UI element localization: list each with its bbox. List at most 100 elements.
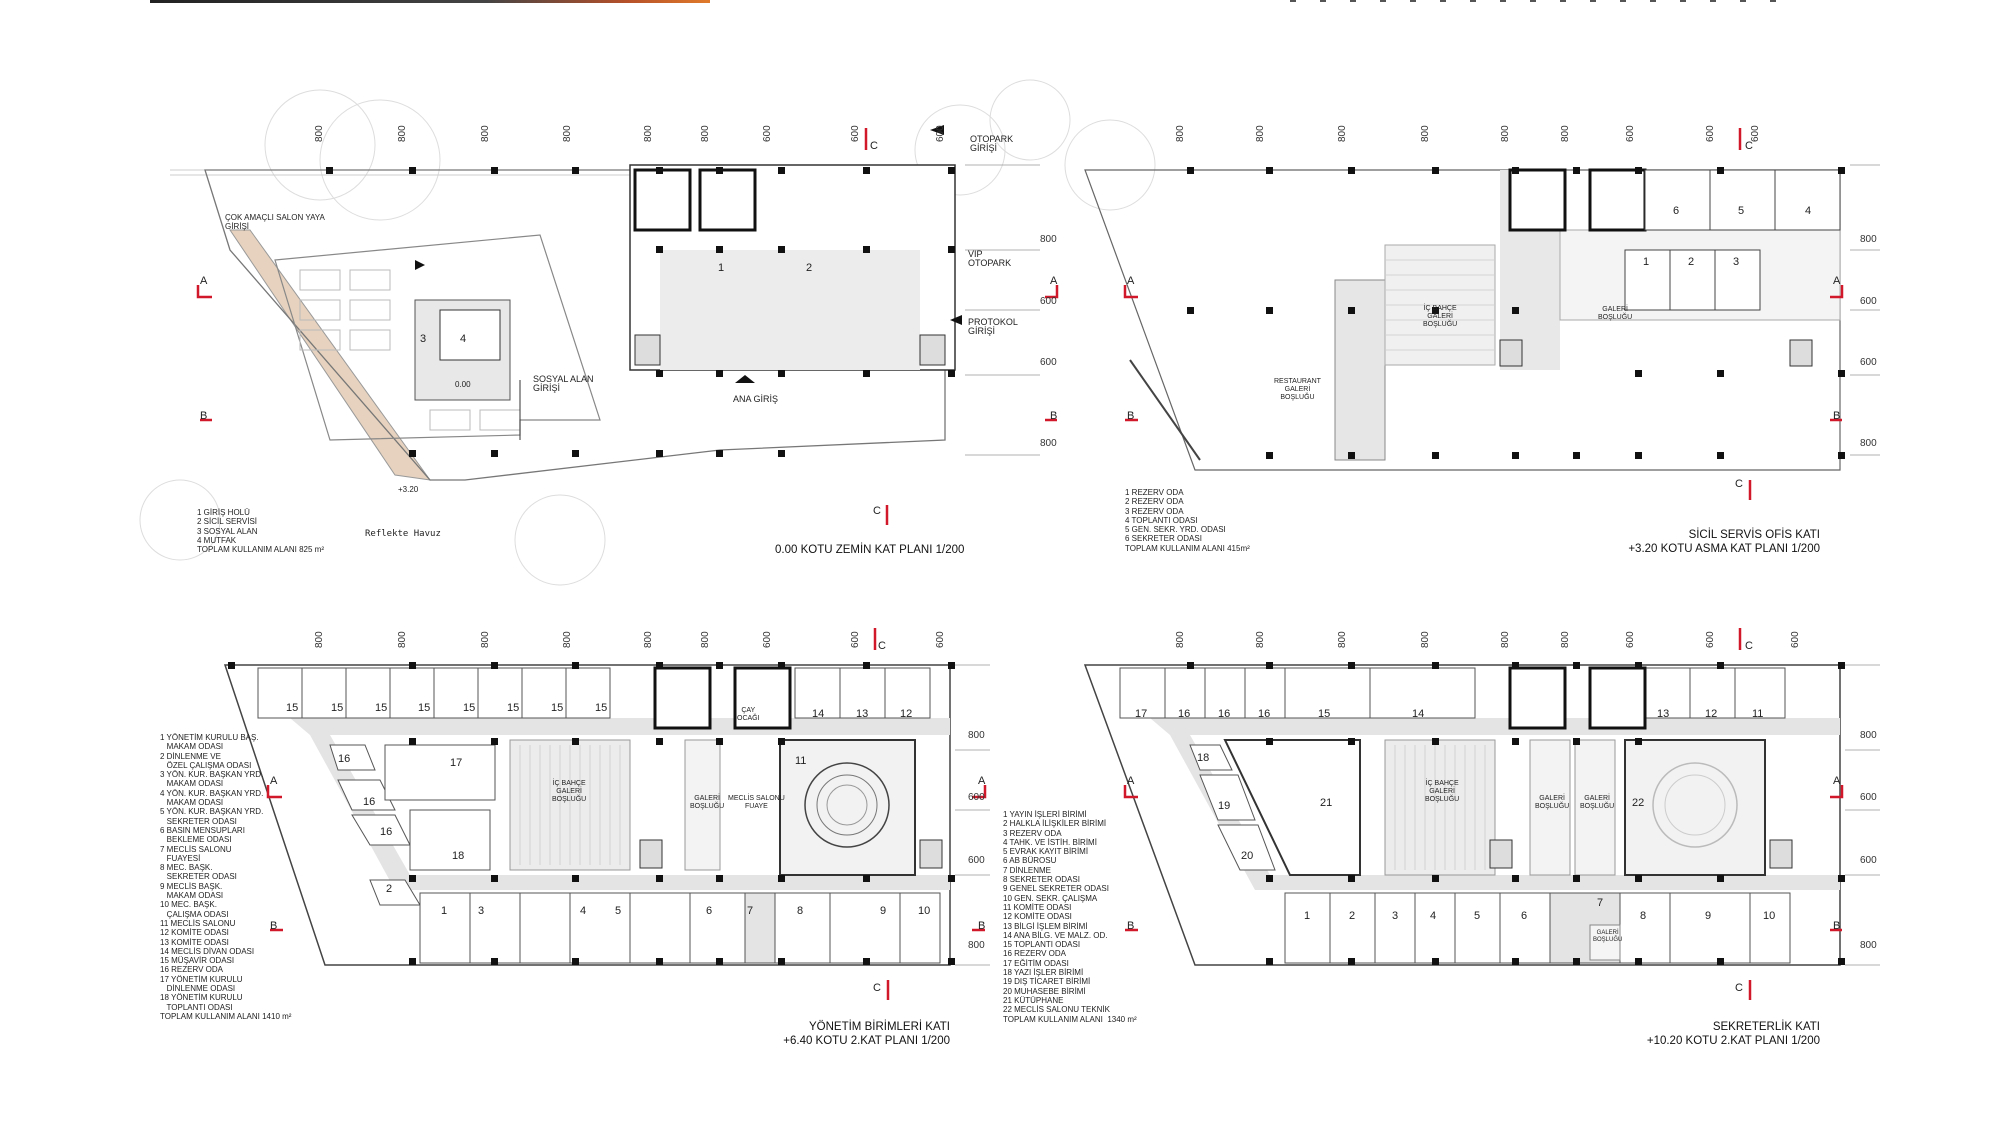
plan4-dim-1: 800 — [1175, 631, 1186, 648]
plan2-title: SİCİL SERVİS OFİS KATI +3.20 KOTU ASMA K… — [1628, 529, 1820, 555]
plan3-room-18: 18 — [452, 850, 465, 862]
label-level-320: +3.20 — [398, 485, 419, 494]
plan2-dim-right-2: 600 — [1860, 296, 1877, 307]
plan1-section-a-right: A — [1050, 275, 1058, 287]
ground-floor-drawing — [139, 79, 1071, 586]
plan2-room-6: 6 — [1673, 205, 1680, 217]
plan3-label-cay-ocagi: ÇAY OCAĞI — [737, 707, 760, 722]
plan3-room-13: 13 — [856, 708, 869, 720]
label-vip-otopark: VIP OTOPARK — [968, 249, 1012, 268]
plan1-section-b-left: B — [200, 410, 208, 422]
plan1-dim-right-1: 800 — [1040, 234, 1057, 245]
plan4-room-17: 17 — [1135, 708, 1148, 720]
plan2-section-b-right: B — [1833, 410, 1841, 422]
management-floor-plan: 800 800 800 800 800 800 600 600 600 800 … — [160, 628, 990, 1047]
plan3-room-15b: 15 — [331, 702, 344, 714]
label-level-000: 0.00 — [455, 380, 471, 389]
plan4-room-7: 7 — [1597, 897, 1604, 909]
plan1-title: 0.00 KOTU ZEMİN KAT PLANI 1/200 — [775, 544, 965, 556]
plan1-dim-right-2: 600 — [1040, 296, 1057, 307]
plan2-section-b-left: B — [1127, 410, 1135, 422]
plan3-label-meclis-fuaye: MECLİS SALONU FUAYE — [728, 795, 785, 810]
plan3-dim-right-4: 800 — [968, 940, 985, 951]
plan4-section-c-top: C — [1745, 640, 1753, 652]
plan3-section-c-top: C — [878, 640, 886, 652]
plan1-dim-right-4: 800 — [1040, 438, 1057, 449]
plan4-section-b-left: B — [1127, 920, 1135, 932]
plan4-room-1: 1 — [1304, 910, 1311, 922]
plan3-label-galeri: GALERİ BOŞLUĞU — [690, 795, 725, 810]
plan3-room-16c: 16 — [380, 826, 393, 838]
plan3-room-2: 2 — [386, 883, 393, 895]
top-strip-right — [1290, 0, 1790, 2]
plan4-room-3: 3 — [1392, 910, 1399, 922]
mezzanine-floor-plan: 800 800 800 800 800 800 600 600 600 800 … — [1064, 119, 1880, 555]
plan4-room-5: 5 — [1474, 910, 1481, 922]
plan3-room-1: 1 — [441, 905, 448, 917]
plan2-room-3: 3 — [1733, 256, 1740, 268]
plan4-dim-7: 600 — [1625, 631, 1636, 648]
plan3-room-9: 9 — [880, 905, 887, 917]
plan4-room-14: 14 — [1412, 708, 1425, 720]
label-sosyal-alan-giris: SOSYAL ALAN GİRİŞİ — [533, 374, 594, 393]
plan1-section-a-left: A — [200, 275, 208, 287]
plan4-room-8: 8 — [1640, 910, 1647, 922]
plan2-dim-right-3: 600 — [1860, 357, 1877, 368]
plan4-label-galeri-1: GALERİ BOŞLUĞU — [1535, 795, 1570, 810]
plan2-room-5: 5 — [1738, 205, 1745, 217]
plan3-room-14: 14 — [812, 708, 825, 720]
plan4-dim-5: 800 — [1500, 631, 1511, 648]
plan4-section-a-left: A — [1127, 775, 1135, 787]
plan3-room-15a: 15 — [286, 702, 299, 714]
label-otopark-giris: OTOPARK GİRİŞİ — [970, 134, 1014, 153]
plan3-room-17: 17 — [450, 757, 463, 769]
plan3-title: YÖNETİM BİRİMLERİ KATI +6.40 KOTU 2.KAT … — [783, 1021, 950, 1047]
plan3-legend: 1 YÖNETİM KURULU BAŞ. MAKAM ODASI 2 DİNL… — [160, 733, 292, 1021]
plan3-section-a-left: A — [270, 775, 278, 787]
plan3-room-7: 7 — [747, 905, 754, 917]
plan2-section-c-bottom: C — [1735, 478, 1743, 490]
plan1-section-c-bottom: C — [873, 505, 881, 517]
plan1-room-1: 1 — [718, 262, 725, 274]
plan3-room-15h: 15 — [595, 702, 608, 714]
top-strip-left — [150, 0, 710, 3]
plan4-room-13: 13 — [1657, 708, 1670, 720]
plan4-room-16a: 16 — [1178, 708, 1191, 720]
plan3-section-b-right: B — [978, 920, 986, 932]
plan3-room-16a: 16 — [338, 753, 351, 765]
plan3-section-b-left: B — [270, 920, 278, 932]
plan1-section-b-right: B — [1050, 410, 1058, 422]
plan3-room-3: 3 — [478, 905, 485, 917]
plan3-room-16b: 16 — [363, 796, 376, 808]
plan3-room-15d: 15 — [418, 702, 431, 714]
plan2-section-c-top: C — [1745, 140, 1753, 152]
plan4-room-2: 2 — [1349, 910, 1356, 922]
plan4-dim-right-4: 800 — [1860, 940, 1877, 951]
plan3-room-11: 11 — [795, 755, 807, 767]
plan2-room-1: 1 — [1643, 256, 1650, 268]
plan4-room-4: 4 — [1430, 910, 1437, 922]
plan4-dim-2: 800 — [1255, 631, 1266, 648]
plan1-room-3: 3 — [420, 333, 427, 345]
plan4-dim-6: 800 — [1560, 631, 1571, 648]
plan4-room-19: 19 — [1218, 800, 1231, 812]
plan1-room-4: 4 — [460, 333, 467, 345]
plan3-room-15e: 15 — [463, 702, 476, 714]
plan3-section-c-bottom: C — [873, 982, 881, 994]
plan3-dim-right-1: 800 — [968, 730, 985, 741]
plan3-room-10: 10 — [918, 905, 931, 917]
plan2-section-a-right: A — [1833, 275, 1841, 287]
plan3-room-12: 12 — [900, 708, 913, 720]
plan3-dim-right-3: 600 — [968, 855, 985, 866]
plan4-room-20: 20 — [1241, 850, 1254, 862]
plan4-room-6: 6 — [1521, 910, 1528, 922]
plan4-dim-9: 600 — [1790, 631, 1801, 648]
plan4-room-9: 9 — [1705, 910, 1712, 922]
plan1-legend: 1 GİRİŞ HOLÜ 2 SİCİL SERVİSİ 3 SOSYAL AL… — [197, 508, 325, 555]
plan2-section-a-left: A — [1127, 275, 1135, 287]
plan3-room-15c: 15 — [375, 702, 388, 714]
plan3-section-a-right: A — [978, 775, 986, 787]
plan4-label-galeri-2: GALERİ BOŞLUĞU — [1580, 795, 1615, 810]
plan4-dim-right-3: 600 — [1860, 855, 1877, 866]
plan4-dim-right-2: 600 — [1860, 792, 1877, 803]
